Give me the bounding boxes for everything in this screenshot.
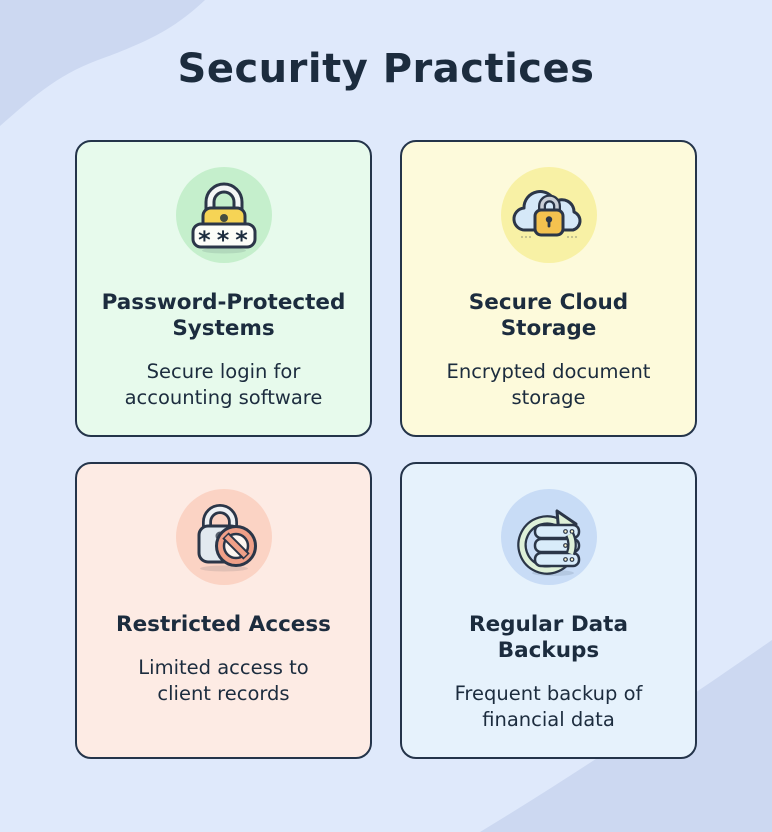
card-secure-cloud-storage: Secure Cloud Storage Encrypted document …: [400, 140, 697, 437]
card-title: Regular Data Backups: [469, 612, 628, 663]
lock-prohibition-icon: [175, 489, 272, 585]
card-password-protected-systems: *** Password-Protected Systems Secure lo…: [75, 140, 372, 437]
card-restricted-access: Restricted Access Limited access to clie…: [75, 462, 372, 759]
card-subtitle: Limited access to client records: [138, 655, 309, 705]
password-mask-text: ***: [198, 226, 254, 254]
card-regular-data-backups: Regular Data Backups Frequent backup of …: [400, 462, 697, 759]
page-title: Security Practices: [177, 46, 595, 92]
card-subtitle: Encrypted document storage: [446, 359, 651, 409]
card-subtitle: Secure login for accounting software: [124, 359, 323, 409]
card-title: Restricted Access: [116, 612, 331, 637]
password-lock-icon: ***: [175, 167, 272, 263]
card-subtitle: Frequent backup of financial data: [454, 681, 643, 731]
card-title: Password-Protected Systems: [101, 290, 346, 341]
cloud-lock-icon: [500, 167, 597, 263]
card-title: Secure Cloud Storage: [468, 290, 629, 341]
server-backup-arrow-icon: [500, 489, 597, 585]
card-grid: *** Password-Protected Systems Secure lo…: [75, 140, 697, 759]
